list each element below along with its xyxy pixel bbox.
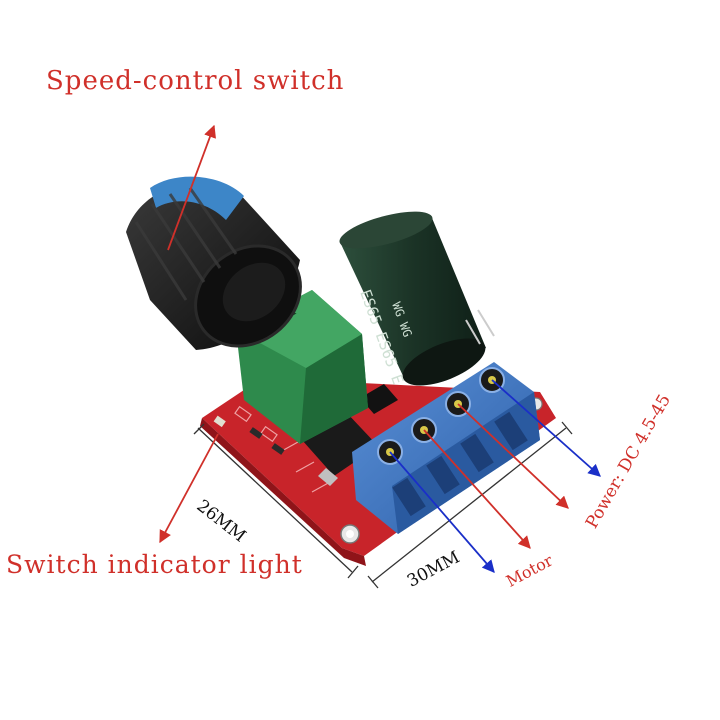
terminal-openings (392, 411, 528, 517)
mosfet-tab (318, 468, 338, 486)
speed-control-arrow (167, 124, 216, 251)
smd-resistor (271, 443, 285, 455)
motor-arrow-red (423, 429, 531, 549)
dimension-lines (193, 421, 573, 589)
speed-control-label: Speed-control switch (46, 66, 345, 96)
speed-control-knob[interactable] (126, 176, 320, 367)
terminal-block (352, 362, 540, 534)
smd-ic (360, 384, 398, 414)
smd-resistor (249, 427, 263, 439)
indicator-led (213, 415, 226, 428)
mounting-hole-center (346, 530, 354, 538)
indicator-arrow (159, 433, 219, 544)
power-arrow-red (457, 403, 569, 509)
capacitor-leads (465, 309, 495, 345)
motor-arrow-blue (389, 451, 495, 573)
switch-indicator-label: Switch indicator light (6, 550, 303, 579)
power-arrow-blue (491, 379, 601, 477)
